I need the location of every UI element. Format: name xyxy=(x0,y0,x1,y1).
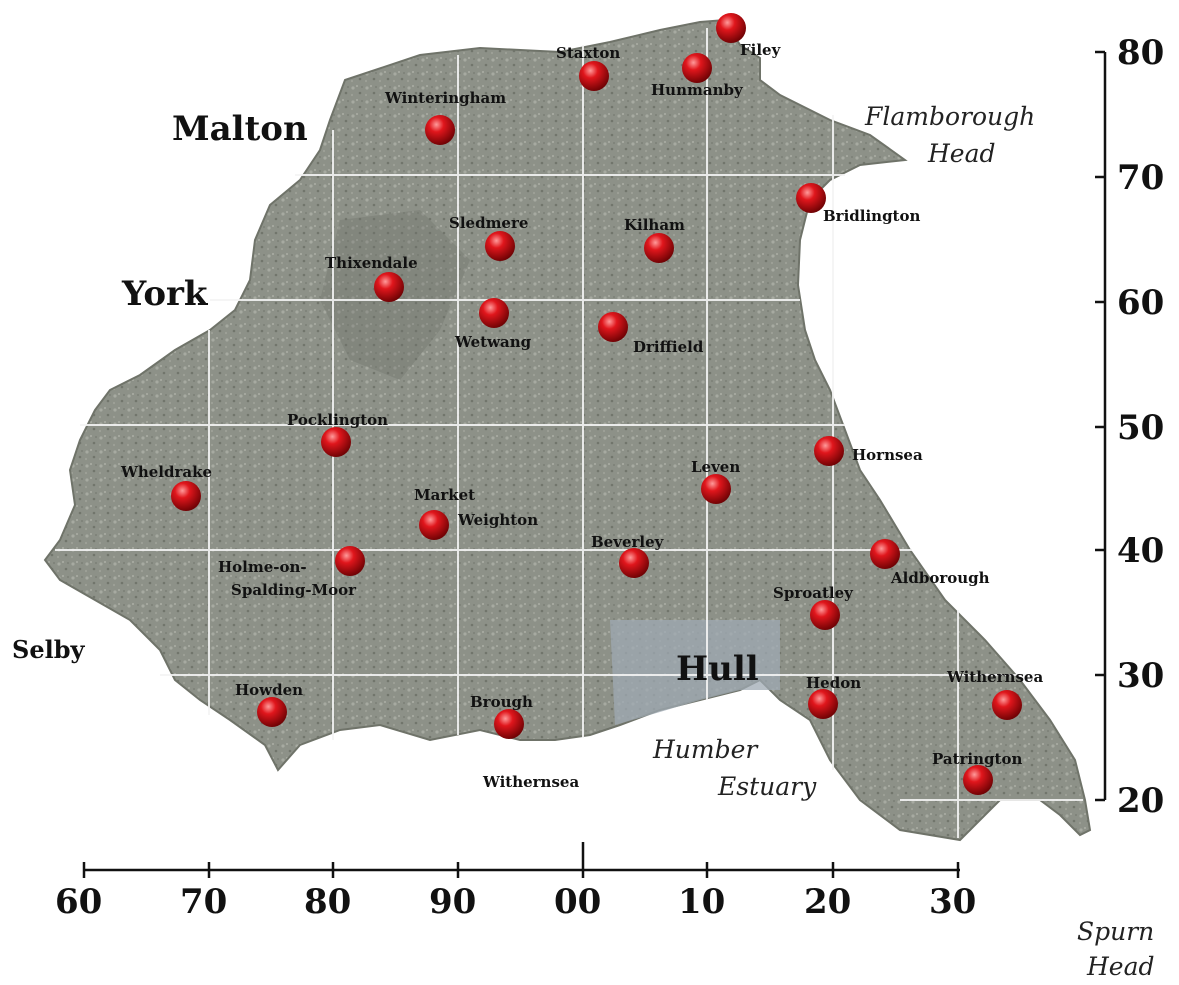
marker-withernsea[interactable] xyxy=(992,690,1022,720)
markers xyxy=(171,13,1022,795)
marker-aldborough[interactable] xyxy=(870,539,900,569)
x-axis xyxy=(82,842,960,878)
label-winteringham: Winteringham xyxy=(384,89,506,107)
x-label-70: 70 xyxy=(180,882,227,922)
y-label-20: 20 xyxy=(1117,781,1164,821)
label-hedon: Hedon xyxy=(806,674,861,692)
place-selby: Selby xyxy=(12,635,86,664)
label-sledmere: Sledmere xyxy=(449,214,528,232)
place-names: Malton York Selby Hull Flamborough Head … xyxy=(12,102,1155,981)
land-mass xyxy=(43,18,1092,842)
x-label-80: 80 xyxy=(304,882,351,922)
label-howden: Howden xyxy=(235,681,303,699)
y-axis-labels: 80 70 60 50 40 30 20 xyxy=(1117,33,1164,821)
label-driffield: Driffield xyxy=(633,338,704,356)
label-brough: Brough xyxy=(470,693,533,711)
label-staxton: Staxton xyxy=(556,44,620,62)
x-label-90: 90 xyxy=(429,882,476,922)
east-yorkshire-land xyxy=(43,18,1092,842)
marker-hornsea[interactable] xyxy=(814,436,844,466)
label-patrington: Patrington xyxy=(932,750,1022,768)
label-kilham: Kilham xyxy=(624,216,685,234)
label-beverley: Beverley xyxy=(591,533,665,551)
stray-label-withernsea: Withernsea xyxy=(482,773,579,791)
marker-hunmanby[interactable] xyxy=(682,53,712,83)
spurn-head-line2: Head xyxy=(1086,952,1155,981)
grid-lines xyxy=(55,28,1083,838)
y-label-50: 50 xyxy=(1117,408,1164,448)
x-label-20: 20 xyxy=(804,882,851,922)
label-pocklington: Pocklington xyxy=(287,411,388,429)
label-sproatley: Sproatley xyxy=(773,584,854,602)
label-thixendale: Thixendale xyxy=(325,254,418,272)
marker-kilham[interactable] xyxy=(644,233,674,263)
humber-estuary-line1: Humber xyxy=(652,735,759,764)
marker-staxton[interactable] xyxy=(579,61,609,91)
marker-winteringham[interactable] xyxy=(425,115,455,145)
marker-beverley[interactable] xyxy=(619,548,649,578)
marker-sproatley[interactable] xyxy=(810,600,840,630)
label-filey: Filey xyxy=(740,41,782,59)
label-bridlington: Bridlington xyxy=(823,207,920,225)
y-label-30: 30 xyxy=(1117,656,1164,696)
marker-labels: Filey Staxton Hunmanby Winteringham Brid… xyxy=(120,41,1043,768)
label-holme-on-spalding-moor: Holme-on-Spalding-Moor xyxy=(218,558,357,599)
label-hornsea: Hornsea xyxy=(852,446,923,464)
marker-sledmere[interactable] xyxy=(485,231,515,261)
marker-howden[interactable] xyxy=(257,697,287,727)
marker-leven[interactable] xyxy=(701,474,731,504)
spurn-head-line1: Spurn xyxy=(1077,917,1154,946)
marker-brough[interactable] xyxy=(494,709,524,739)
marker-hedon[interactable] xyxy=(808,689,838,719)
y-label-40: 40 xyxy=(1117,531,1164,571)
place-york: York xyxy=(121,274,209,314)
label-withernsea: Withernsea xyxy=(946,668,1043,686)
y-label-80: 80 xyxy=(1117,33,1164,73)
y-label-60: 60 xyxy=(1117,283,1164,323)
place-hull: Hull xyxy=(676,649,759,689)
flamborough-head-line2: Head xyxy=(927,139,996,168)
hull-urban-area xyxy=(610,620,780,725)
label-wetwang: Wetwang xyxy=(454,333,532,351)
label-aldborough: Aldborough xyxy=(890,569,990,587)
marker-bridlington[interactable] xyxy=(796,183,826,213)
place-malton: Malton xyxy=(172,109,308,149)
marker-thixendale[interactable] xyxy=(374,272,404,302)
x-axis-labels: 60 70 80 90 00 10 20 30 xyxy=(55,882,976,922)
x-label-10: 10 xyxy=(678,882,725,922)
y-label-70: 70 xyxy=(1117,158,1164,198)
marker-wetwang[interactable] xyxy=(479,298,509,328)
x-label-60: 60 xyxy=(55,882,102,922)
marker-market-weighton[interactable] xyxy=(419,510,449,540)
label-hunmanby: Hunmanby xyxy=(651,81,744,99)
flamborough-head-line1: Flamborough xyxy=(864,102,1035,131)
label-leven: Leven xyxy=(691,458,740,476)
marker-wheldrake[interactable] xyxy=(171,481,201,511)
marker-filey[interactable] xyxy=(716,13,746,43)
marker-pocklington[interactable] xyxy=(321,427,351,457)
marker-holme-on-spalding-moor[interactable] xyxy=(335,546,365,576)
marker-patrington[interactable] xyxy=(963,765,993,795)
humber-estuary-line2: Estuary xyxy=(717,772,817,801)
x-label-00: 00 xyxy=(554,882,601,922)
marker-driffield[interactable] xyxy=(598,312,628,342)
x-label-30: 30 xyxy=(929,882,976,922)
label-wheldrake: Wheldrake xyxy=(120,463,212,481)
y-axis xyxy=(1095,50,1107,802)
